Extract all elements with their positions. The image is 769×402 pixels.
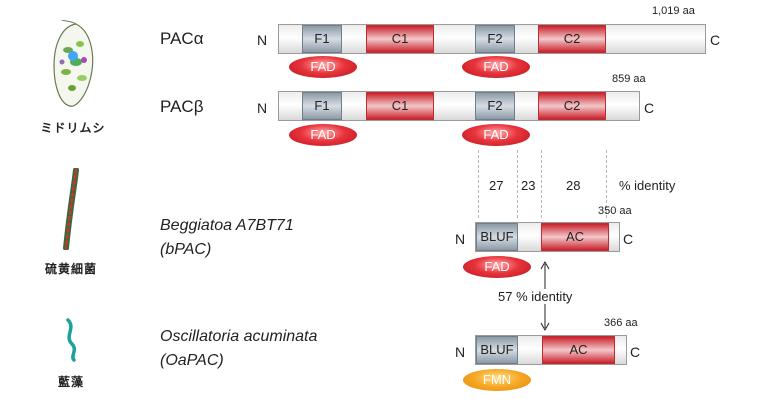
domain-f2-pac-alpha: F2 [475, 25, 515, 53]
fmn-cofactor-oapac: FMN [463, 369, 531, 391]
n-terminus-bpac: N [455, 231, 466, 247]
domain-f1-pac-alpha: F1 [302, 25, 342, 53]
fad-cofactor-pac-alpha-2: FAD [462, 56, 530, 78]
fad-cofactor-pac-alpha-1: FAD [289, 56, 357, 78]
euglena-illustration [53, 20, 94, 107]
n-terminus-pac-beta: N [257, 100, 268, 116]
identity-bpac-oapac: 57 % identity [496, 289, 575, 304]
identity-label: % identity [619, 178, 676, 193]
identity-guide-line-4 [606, 150, 607, 218]
domain-c2-pac-alpha: C2 [538, 25, 606, 53]
domain-ac-bpac: AC [541, 223, 609, 251]
protein-name-oapac: Oscillatoria acuminata (OaPAC) [160, 325, 317, 373]
protein-name-bpac-line2: (bPAC) [160, 241, 212, 258]
domain-bluf-oapac: BLUF [476, 336, 518, 364]
protein-name-bpac: Beggiatoa A7BT71 (bPAC) [160, 214, 294, 262]
protein-name-pac-alpha: PACα [160, 29, 204, 48]
identity-value-flavin: 27 [489, 178, 504, 193]
domain-c2-pac-beta: C2 [538, 92, 606, 120]
domain-bluf-bpac: BLUF [476, 223, 518, 251]
domain-ac-oapac: AC [542, 336, 615, 364]
protein-name-bpac-line1: Beggiatoa A7BT71 [160, 217, 294, 234]
sulfur-bacteria-illustration [63, 168, 79, 250]
identity-guide-line-1 [478, 150, 479, 218]
length-pac-alpha: 1,019 aa [652, 5, 695, 17]
n-terminus-oapac: N [455, 344, 466, 360]
protein-name-oapac-line1: Oscillatoria acuminata [160, 328, 318, 345]
organism-label-cyanobacteria: 藍藻 [57, 375, 84, 389]
organism-label-sulfur-bacteria: 硫黄細菌 [44, 262, 97, 276]
protein-name-pac-beta: PACβ [160, 97, 204, 116]
fad-cofactor-bpac: FAD [463, 256, 531, 278]
n-terminus-pac-alpha: N [257, 32, 268, 48]
fad-cofactor-pac-beta-2: FAD [462, 124, 530, 146]
identity-value-linker: 23 [521, 178, 536, 193]
identity-value-cyclase: 28 [566, 178, 581, 193]
domain-c1-pac-alpha: C1 [366, 25, 434, 53]
domain-f1-pac-beta: F1 [302, 92, 342, 120]
length-pac-beta: 859 aa [612, 73, 646, 85]
organism-label-euglena: ミドリムシ [40, 121, 106, 135]
identity-guide-line-3 [541, 150, 542, 218]
cyanobacteria-illustration [66, 318, 77, 362]
identity-guide-line-2 [517, 150, 518, 218]
c-terminus-pac-beta: C [644, 100, 655, 116]
length-oapac: 366 aa [604, 317, 638, 329]
length-bpac: 350 aa [598, 205, 632, 217]
c-terminus-oapac: C [630, 344, 641, 360]
c-terminus-bpac: C [623, 231, 634, 247]
domain-c1-pac-beta: C1 [366, 92, 434, 120]
fad-cofactor-pac-beta-1: FAD [289, 124, 357, 146]
domain-f2-pac-beta: F2 [475, 92, 515, 120]
c-terminus-pac-alpha: C [710, 32, 721, 48]
protein-name-oapac-line2: (OaPAC) [160, 352, 224, 369]
